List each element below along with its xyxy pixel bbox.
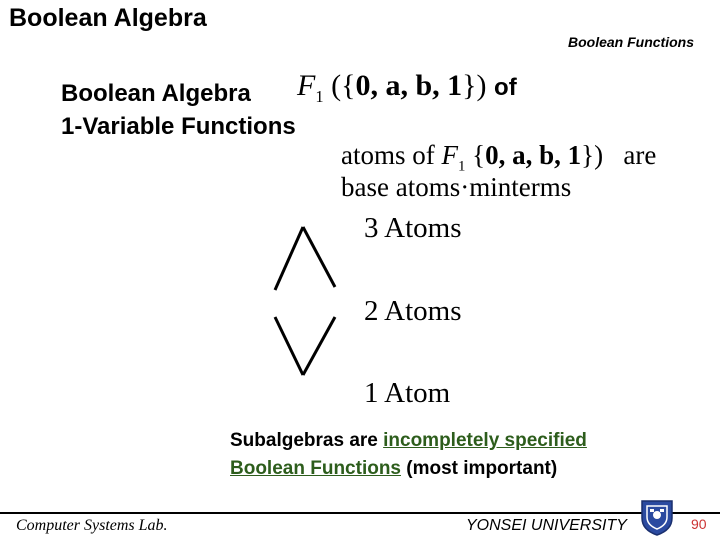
are-text: are bbox=[623, 140, 657, 170]
note-line-2: Boolean Functions (most important) bbox=[230, 458, 557, 480]
footer-university: YONSEI UNIVERSITY bbox=[466, 517, 627, 534]
lattice-edge-lower-left bbox=[273, 316, 305, 376]
university-logo-icon bbox=[641, 500, 673, 536]
lattice-diagram bbox=[273, 226, 337, 376]
note-text-1: Subalgebras are bbox=[230, 430, 384, 451]
slide-title: Boolean Algebra bbox=[9, 4, 207, 32]
boolean-functions-text: Boolean Functions bbox=[230, 458, 401, 479]
note-line-1: Subalgebras are incompletely specified bbox=[230, 430, 587, 452]
footer-lab-name: Computer Systems Lab. bbox=[16, 517, 168, 534]
note-text-2: (most important) bbox=[401, 458, 558, 479]
atoms-set-elements: 0, a, b, 1 bbox=[485, 140, 582, 170]
section-label: Boolean Functions bbox=[568, 34, 694, 50]
page-number: 90 bbox=[691, 516, 707, 532]
atoms-2-label: 2 Atoms bbox=[364, 295, 462, 327]
footer-divider bbox=[0, 512, 720, 514]
lattice-edge-upper-left bbox=[273, 226, 305, 291]
atoms-3-label: 3 Atoms bbox=[364, 212, 462, 244]
base-atoms-formula: base atoms·minterms bbox=[341, 172, 572, 202]
minterms-text: minterms bbox=[469, 172, 572, 202]
atoms-of-text: atoms of bbox=[341, 140, 435, 170]
set-elements: 0, a, b, 1 bbox=[355, 69, 463, 102]
lattice-edge-upper-right bbox=[301, 226, 337, 288]
function-set-formula: F1 ({0, a, b, 1}) of bbox=[297, 69, 517, 106]
heading-line-1: Boolean Algebra bbox=[61, 80, 251, 107]
set-open: ({ bbox=[331, 69, 356, 102]
atoms-1-label: 1 Atom bbox=[364, 377, 451, 409]
incompletely-specified-text: incompletely specified bbox=[383, 430, 587, 451]
of-word: of bbox=[494, 74, 517, 101]
lattice-edge-lower-right bbox=[301, 316, 337, 376]
base-atoms-text: base atoms bbox=[341, 172, 461, 202]
atoms-formula: atoms of F1 {0, a, b, 1}) are bbox=[341, 140, 657, 175]
heading-line-2: 1-Variable Functions bbox=[61, 113, 296, 140]
set-close: }) bbox=[462, 69, 487, 102]
